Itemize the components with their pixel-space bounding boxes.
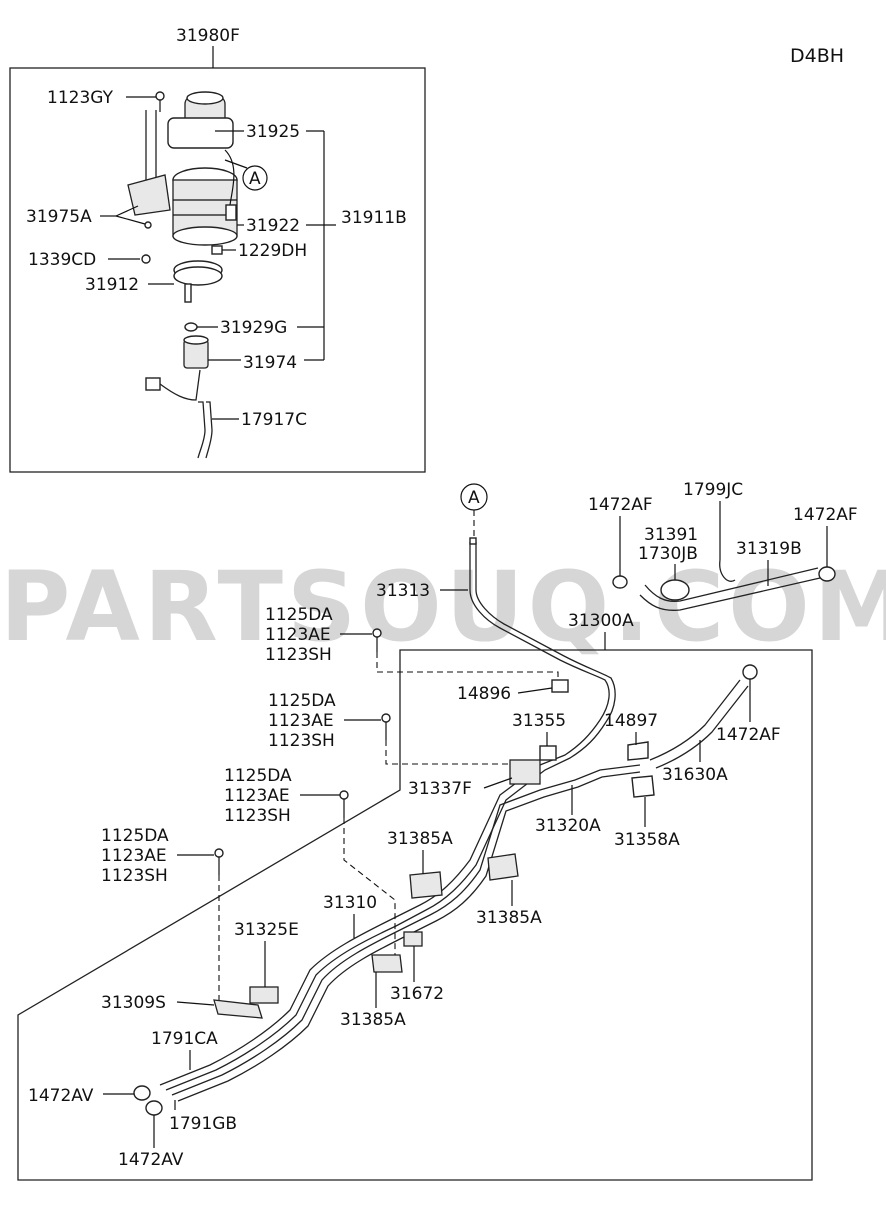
label-1472AV-1: 1472AV bbox=[28, 1086, 94, 1106]
label-1472AF-3: 1472AF bbox=[716, 725, 781, 745]
clip-31325E bbox=[249, 986, 279, 1004]
label-1472AF-1: 1472AF bbox=[588, 495, 653, 515]
label-31385A-2: 31385A bbox=[476, 908, 542, 928]
upper-group: 31980F bbox=[9, 26, 426, 473]
clip-31672 bbox=[403, 931, 423, 947]
label-17917C: 17917C bbox=[241, 410, 307, 430]
cap-1472AV-1 bbox=[133, 1085, 151, 1101]
clip-31355 bbox=[539, 745, 557, 761]
label-31922: 31922 bbox=[246, 216, 300, 236]
watermark: PARTSOUQ.COM bbox=[0, 551, 886, 663]
diagram-code: D4BH bbox=[790, 45, 844, 67]
label-14897: 14897 bbox=[604, 711, 658, 731]
lower-group: A bbox=[17, 480, 858, 1181]
group-title-31980F: 31980F bbox=[176, 26, 240, 46]
label-1123SH-3: 1123SH bbox=[224, 806, 291, 826]
label-1123SH-4: 1123SH bbox=[101, 866, 168, 886]
bolt-set-4 bbox=[214, 848, 224, 1000]
pipe-31313 bbox=[159, 542, 610, 1086]
label-1125DA-1: 1125DA bbox=[265, 605, 333, 625]
label-31337F: 31337F bbox=[408, 779, 472, 799]
label-31310: 31310 bbox=[323, 893, 377, 913]
label-1123SH-2: 1123SH bbox=[268, 731, 335, 751]
label-31309S: 31309S bbox=[101, 993, 166, 1013]
lower-group-frame bbox=[17, 649, 813, 1181]
label-1125DA-3: 1125DA bbox=[224, 766, 292, 786]
label-14896: 14896 bbox=[457, 684, 511, 704]
label-31974: 31974 bbox=[243, 353, 297, 373]
label-1791GB: 1791GB bbox=[169, 1114, 237, 1134]
label-1799JC: 1799JC bbox=[683, 480, 743, 500]
label-1730JB: 1730JB bbox=[638, 544, 698, 564]
bolt-set-1 bbox=[372, 628, 559, 680]
label-31630A: 31630A bbox=[662, 765, 728, 785]
label-31385A-3: 31385A bbox=[340, 1010, 406, 1030]
callout-A-upper: A bbox=[249, 169, 261, 189]
label-1123SH-1: 1123SH bbox=[265, 645, 332, 665]
label-31313: 31313 bbox=[376, 581, 430, 601]
label-1125DA-4: 1125DA bbox=[101, 826, 169, 846]
label-1123AE-4: 1123AE bbox=[101, 846, 167, 866]
label-31929G: 31929G bbox=[220, 318, 287, 338]
clip-31358A bbox=[631, 775, 655, 798]
label-1123AE-2: 1123AE bbox=[268, 711, 334, 731]
callout-A-lower: A bbox=[468, 488, 480, 508]
label-1339CD: 1339CD bbox=[28, 250, 96, 270]
upper-group-frame bbox=[9, 67, 426, 473]
label-1472AV-2: 1472AV bbox=[118, 1150, 184, 1170]
label-31358A: 31358A bbox=[614, 830, 680, 850]
label-31912: 31912 bbox=[85, 275, 139, 295]
label-31975A: 31975A bbox=[26, 207, 92, 227]
label-31325E: 31325E bbox=[234, 920, 299, 940]
label-1472AF-2: 1472AF bbox=[793, 505, 858, 525]
label-1791CA: 1791CA bbox=[151, 1029, 218, 1049]
fuel-filter-assembly bbox=[167, 91, 238, 246]
label-31300A: 31300A bbox=[568, 611, 634, 631]
callout-circle-A-upper bbox=[242, 165, 268, 191]
clip-31385A-1 bbox=[409, 871, 443, 899]
label-1229DH: 1229DH bbox=[238, 241, 307, 261]
label-1123AE-3: 1123AE bbox=[224, 786, 290, 806]
label-31385A-1: 31385A bbox=[387, 829, 453, 849]
label-31319B: 31319B bbox=[736, 539, 802, 559]
label-1123AE-1: 1123AE bbox=[265, 625, 331, 645]
bracket-31309S bbox=[213, 999, 263, 1019]
label-31391: 31391 bbox=[644, 525, 698, 545]
label-1123GY: 1123GY bbox=[47, 88, 114, 108]
clip-14897 bbox=[627, 741, 649, 761]
bracket-31337F bbox=[509, 759, 541, 785]
label-31320A: 31320A bbox=[535, 816, 601, 836]
clip-31385A-2 bbox=[487, 853, 519, 881]
bracket-31975A bbox=[127, 110, 171, 229]
label-31672: 31672 bbox=[390, 984, 444, 1004]
clip-31385A-3 bbox=[371, 954, 403, 973]
label-31355: 31355 bbox=[512, 711, 566, 731]
label-1125DA-2: 1125DA bbox=[268, 691, 336, 711]
cap-1472AV-2 bbox=[145, 1100, 163, 1116]
label-31925: 31925 bbox=[246, 122, 300, 142]
clip-14896 bbox=[551, 679, 569, 693]
label-31911B: 31911B bbox=[341, 208, 407, 228]
bolt-set-2 bbox=[381, 713, 510, 765]
